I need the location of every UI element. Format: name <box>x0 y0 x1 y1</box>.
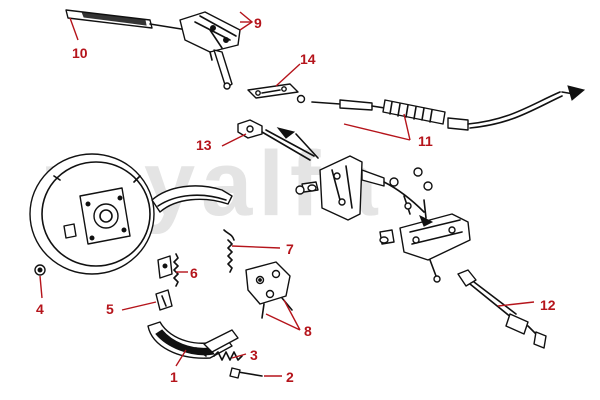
hold-down-clip <box>155 289 173 311</box>
callout-6: 6 <box>190 265 198 281</box>
callout-4: 4 <box>36 301 44 317</box>
callout-2: 2 <box>286 369 294 385</box>
callout-9: 9 <box>254 15 262 31</box>
mounting-plate <box>247 83 306 104</box>
hold-down-pin <box>229 367 263 379</box>
lower-cable <box>457 269 547 349</box>
upper-brake-shoe <box>151 185 233 213</box>
handbrake-lever <box>65 9 241 90</box>
callout-5: 5 <box>106 301 114 317</box>
adjuster-clip <box>245 261 293 319</box>
small-fittings <box>307 184 389 244</box>
leader-lines <box>39 11 535 377</box>
backing-plate <box>29 153 155 276</box>
shoe-spring-short <box>157 253 179 287</box>
callout-13: 13 <box>196 137 212 153</box>
equalizer-linkage <box>295 155 433 221</box>
callout-12: 12 <box>540 297 556 313</box>
return-spring <box>223 229 235 273</box>
callout-11: 11 <box>418 133 433 149</box>
callout-14: 14 <box>300 51 316 67</box>
lower-brake-shoe <box>147 321 239 359</box>
brake-rod <box>237 119 315 161</box>
lower-bracket <box>379 199 471 283</box>
main-cable <box>311 85 586 131</box>
adjuster-spring <box>213 351 243 361</box>
direction-arrow <box>276 127 296 139</box>
callout-3: 3 <box>250 347 258 363</box>
callout-1: 1 <box>170 369 178 385</box>
callout-8: 8 <box>304 323 312 339</box>
callout-7: 7 <box>286 241 294 257</box>
callout-10: 10 <box>72 45 88 61</box>
callout-labels: 9 10 14 11 13 7 6 4 5 8 12 3 1 2 <box>36 15 556 385</box>
